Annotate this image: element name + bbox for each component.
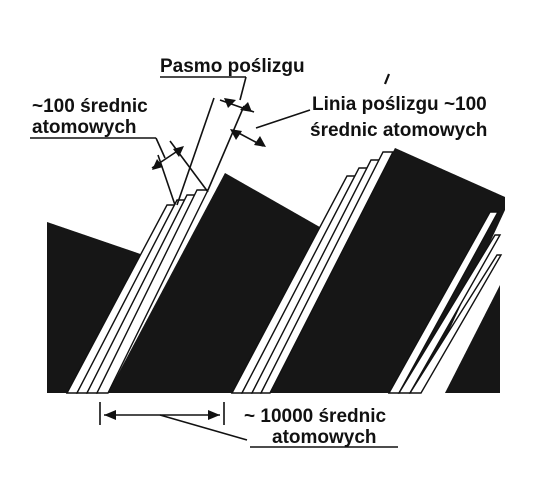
arrowhead <box>254 136 266 147</box>
arrowhead <box>230 129 242 140</box>
crystal-block-right <box>270 148 505 393</box>
arrowhead <box>240 102 252 112</box>
label-slip-line-line2: średnic atomowych <box>310 120 487 141</box>
lamella <box>408 254 503 394</box>
arrowhead <box>208 410 220 420</box>
arrowheads <box>104 98 266 420</box>
arrowhead <box>224 98 236 108</box>
lamella <box>397 234 502 394</box>
crystal-block-far-right <box>445 285 500 393</box>
label-slip-band: Pasmo poślizgu <box>160 56 305 77</box>
arrowhead <box>104 410 116 420</box>
label-band-width-line1: ~100 średnic <box>32 96 148 117</box>
lamella <box>259 151 395 394</box>
label-spacing-line2: atomowych <box>272 427 377 448</box>
arrowhead <box>152 159 163 170</box>
stray-tick <box>383 73 391 85</box>
crystal-block-left <box>47 222 152 393</box>
crystal-blocks <box>47 148 505 393</box>
crystal-block-middle <box>108 173 325 393</box>
label-slip-line-line1: Linia poślizgu ~100 <box>312 94 487 115</box>
lamella <box>387 211 500 394</box>
label-spacing-line1: ~ 10000 średnic <box>244 406 387 427</box>
label-band-width-line2: atomowych <box>32 117 137 138</box>
dimension-lines <box>30 76 398 448</box>
arrowhead <box>173 146 184 157</box>
